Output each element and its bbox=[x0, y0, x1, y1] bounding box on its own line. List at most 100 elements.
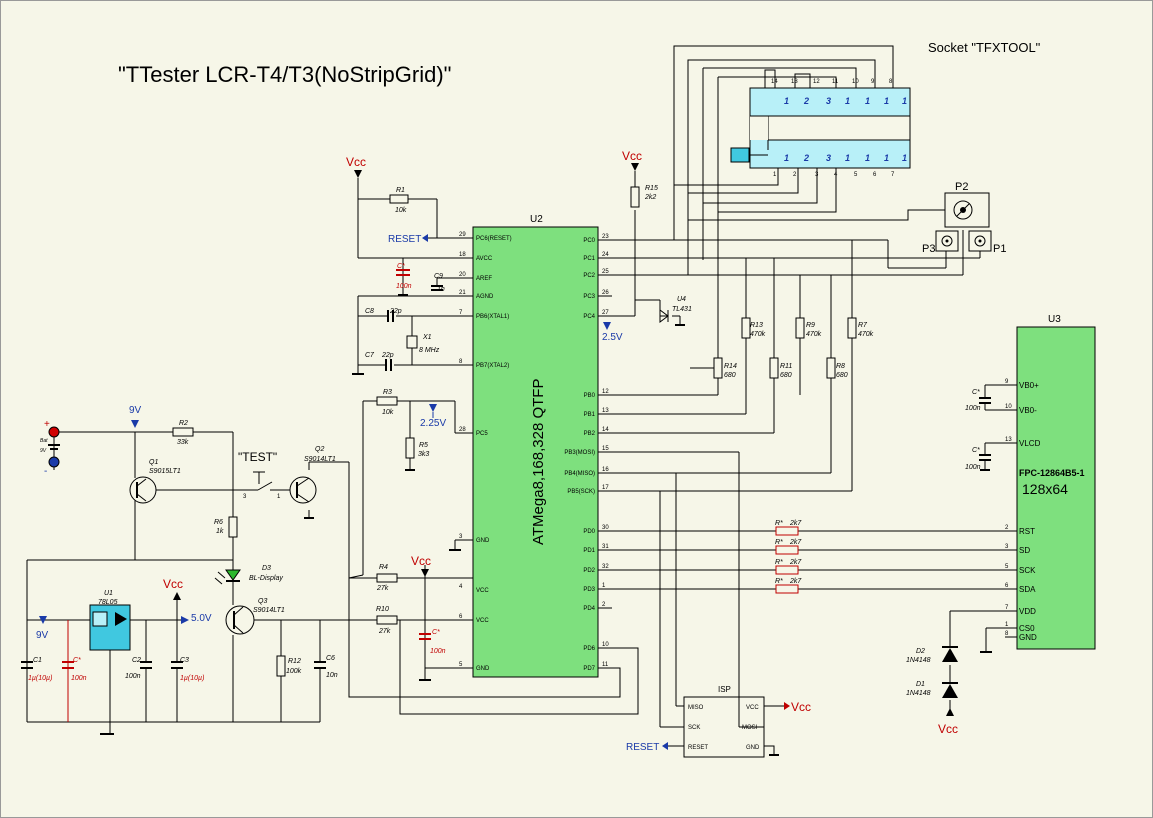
v9-label-top: 9V bbox=[129, 405, 142, 416]
d3-value: BL-Display bbox=[249, 575, 283, 582]
v225-label: 2.25V bbox=[420, 418, 446, 429]
u2-left-pin-num: 6 bbox=[459, 614, 463, 620]
socket-cell-top: 1 bbox=[884, 96, 889, 106]
r7-ref: R7 bbox=[858, 322, 868, 329]
u2-left-pin-name: AGND bbox=[476, 294, 494, 300]
schematic-title: "TTester LCR-T4/T3(NoStripGrid)" bbox=[118, 62, 451, 87]
u2-left-pin-num: 8 bbox=[459, 359, 463, 365]
socket-top-pin: 11 bbox=[832, 79, 839, 85]
u1-value: 78L05 bbox=[98, 599, 118, 606]
cap-vb0-ref: C* bbox=[972, 389, 980, 396]
socket-cell-bottom: 3 bbox=[826, 153, 831, 163]
cap-avcc-ref: C* bbox=[397, 263, 405, 270]
u3-pin-name: GND bbox=[1019, 633, 1037, 642]
u2-left-pin-name: VCC bbox=[476, 588, 489, 594]
q3-ref: Q3 bbox=[258, 598, 267, 605]
u2-left-pin-num: 29 bbox=[459, 232, 466, 238]
rstar-value: 2k7 bbox=[789, 539, 802, 546]
svg-text:3: 3 bbox=[243, 494, 247, 500]
top-vcc-label: Vcc bbox=[346, 155, 366, 169]
u2-right-pin-num: 14 bbox=[602, 427, 609, 433]
u2-left-pin-name: PC6(RESET) bbox=[476, 236, 512, 242]
isp-pin-mosi: MOSI bbox=[742, 725, 758, 731]
pot-p2 bbox=[944, 192, 990, 228]
c2-value: 100n bbox=[125, 673, 141, 680]
cap-vcc-ref: C* bbox=[432, 629, 440, 636]
rstar-value: 2k7 bbox=[789, 559, 802, 566]
u2-right-pin-name: PB4(MISO) bbox=[564, 471, 595, 477]
u2-right-pin-num: 2 bbox=[602, 602, 606, 608]
rstar-ref: R* bbox=[775, 578, 783, 585]
u3-pin-num: 6 bbox=[1005, 583, 1009, 589]
resistor-rstar bbox=[775, 526, 799, 536]
resistor-r8 bbox=[826, 357, 836, 379]
d2-diode bbox=[942, 648, 958, 662]
u3-ref: U3 bbox=[1048, 314, 1061, 325]
r2-value: 33k bbox=[177, 439, 189, 446]
r2-ref: R2 bbox=[179, 420, 188, 427]
battery-minus: - bbox=[44, 466, 47, 477]
c3-ref: C3 bbox=[180, 657, 189, 664]
wires-u2-left bbox=[357, 178, 473, 680]
test-label: "TEST" bbox=[238, 450, 277, 464]
u2-right-pin-name: PC1 bbox=[583, 256, 595, 262]
socket-top-pin: 8 bbox=[889, 79, 893, 85]
u2-left-pin-name: AREF bbox=[476, 276, 492, 282]
u2-right-pin-num: 27 bbox=[602, 310, 609, 316]
c3-value: 1µ(10µ) bbox=[180, 675, 204, 682]
r12-value: 100k bbox=[286, 668, 302, 675]
u3-pin-num: 7 bbox=[1005, 605, 1009, 611]
wires-lcd bbox=[949, 384, 1017, 716]
u3-pin-num: 8 bbox=[1005, 631, 1009, 637]
d2-ref: D2 bbox=[916, 648, 925, 655]
c9-value: 1n bbox=[437, 286, 445, 293]
u3-pin-num: 1 bbox=[1005, 622, 1009, 628]
u2-left-pin-name: PB7(XTAL2) bbox=[476, 363, 509, 369]
u2-left-pin-num: 20 bbox=[459, 272, 466, 278]
r9-value: 470k bbox=[806, 331, 822, 338]
wires-u2-right bbox=[348, 210, 1017, 728]
r5-ref: R5 bbox=[419, 442, 428, 449]
v9-label-bottom: 9V bbox=[36, 630, 49, 641]
isp-pin-reset: RESET bbox=[688, 745, 708, 751]
socket-cell-bottom: 1 bbox=[784, 153, 789, 163]
r4-ref: R4 bbox=[379, 564, 388, 571]
isp-ref: ISP bbox=[718, 685, 731, 694]
cap-vcc-value: 100n bbox=[430, 648, 446, 655]
isp-vcc-label: Vcc bbox=[791, 700, 811, 714]
battery-label-2: 9V bbox=[40, 448, 47, 454]
u2-right-pin-name: PD3 bbox=[583, 587, 595, 593]
socket-cell-top: 1 bbox=[845, 96, 850, 106]
r1-ref: R1 bbox=[396, 187, 405, 194]
c2-ref: C2 bbox=[132, 657, 141, 664]
cap-avcc: C* 100n bbox=[396, 263, 412, 290]
u2-left-pin-num: 28 bbox=[459, 427, 466, 433]
socket-cell-top: 3 bbox=[826, 96, 831, 106]
u2-right-pin-name: PD7 bbox=[583, 666, 595, 672]
d1-value: 1N4148 bbox=[906, 690, 931, 697]
u2-right-pin-name: PB3(MOSI) bbox=[564, 450, 595, 456]
u2-ref: U2 bbox=[530, 214, 543, 225]
socket-bottom-pin: 5 bbox=[854, 172, 858, 178]
r8-value: 680 bbox=[836, 372, 848, 379]
u3-pin-name: SCK bbox=[1019, 566, 1036, 575]
u2-left-pin-num: 5 bbox=[459, 662, 463, 668]
r13-value: 470k bbox=[750, 331, 766, 338]
u2-right-pin-name: PB1 bbox=[584, 412, 596, 418]
u2-left-pin-name: GND bbox=[476, 538, 490, 544]
u2-left-pin-name: GND bbox=[476, 666, 490, 672]
u2-right-pin-num: 12 bbox=[602, 389, 609, 395]
r14-ref: R14 bbox=[724, 363, 737, 370]
socket-bottom-pin: 1 bbox=[773, 172, 777, 178]
u2-right-pin-name: PD6 bbox=[583, 646, 595, 652]
socket-top-pin: 12 bbox=[813, 79, 820, 85]
u2-right-pin-num: 25 bbox=[602, 269, 609, 275]
socket-cell-top: 1 bbox=[784, 96, 789, 106]
u2-right-pin-num: 32 bbox=[602, 564, 609, 570]
u2-left-pin-name: AVCC bbox=[476, 256, 493, 262]
ground-symbols bbox=[100, 294, 992, 735]
u2-vcc-label: Vcc bbox=[411, 554, 431, 568]
u3-pin-name: SDA bbox=[1019, 585, 1036, 594]
isp-reset-label: RESET bbox=[626, 742, 659, 753]
